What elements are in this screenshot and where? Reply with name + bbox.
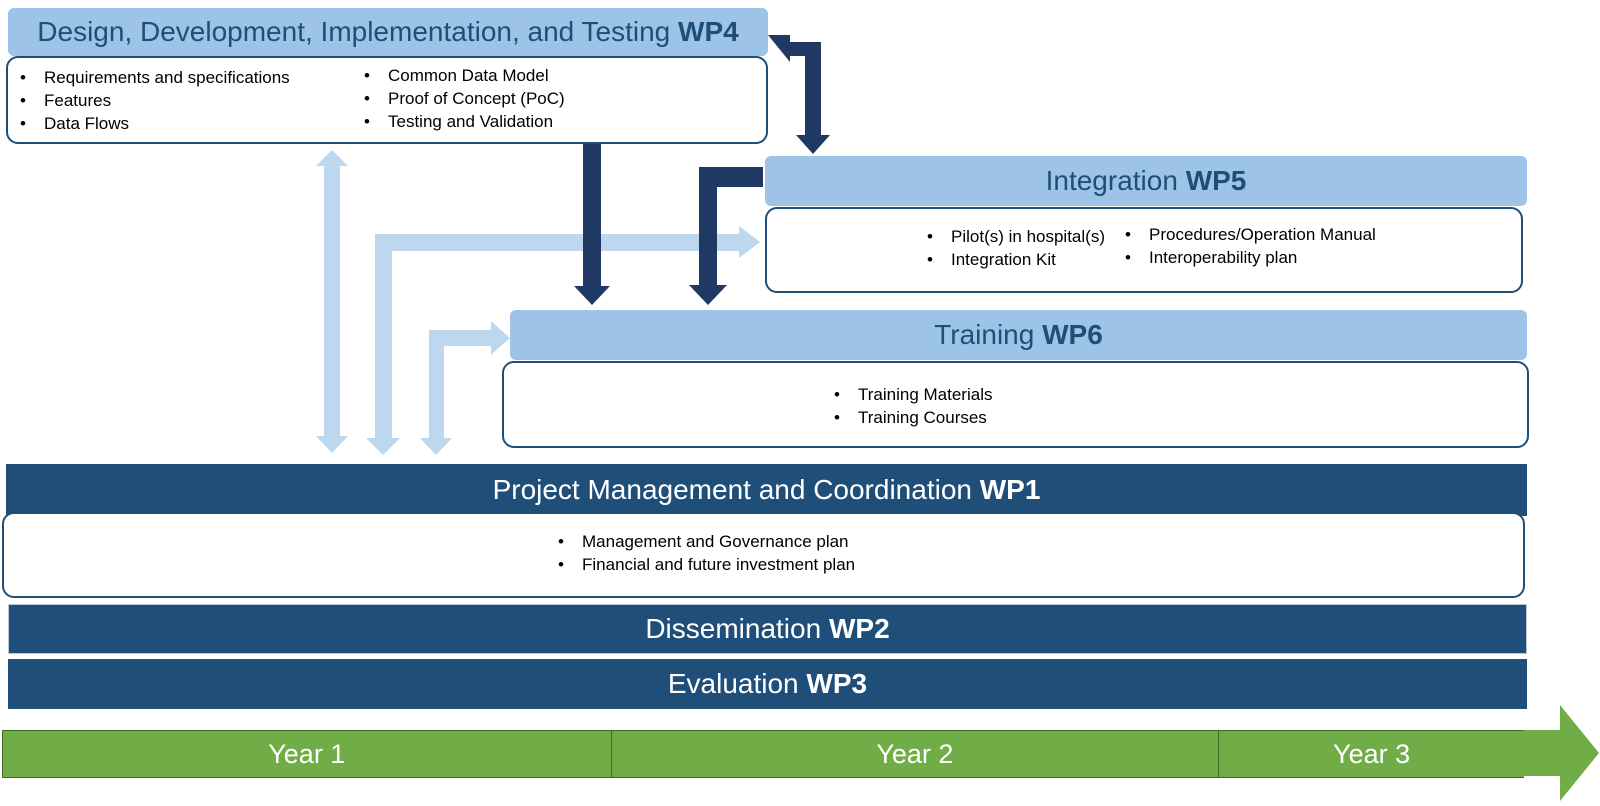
year-label: Year 3 [1333,738,1411,769]
arrow-wp4-to-wp6 [574,142,610,305]
wp1-list: Management and Governance plan Financial… [558,530,855,576]
year-1-segment: Year 1 [3,731,612,777]
wp4-list-left: Requirements and specifications Features… [20,66,290,135]
wp5-header: Integration WP5 [765,156,1527,206]
list-item: Interoperability plan [1125,246,1376,269]
list-item: Management and Governance plan [558,530,855,553]
list-item: Pilot(s) in hospital(s) [927,225,1105,248]
wp4-header: Design, Development, Implementation, and… [8,8,768,56]
list-item: Training Courses [834,406,992,429]
list-item: Features [20,89,290,112]
wp6-details: Training Materials Training Courses [502,361,1529,448]
wp3-title: Evaluation [667,668,799,699]
wp2-header: Dissemination WP2 [8,604,1527,654]
arrow-wp5-to-wp6 [689,167,763,305]
list-item: Data Flows [20,112,290,135]
wp1-header: Project Management and Coordination WP1 [6,464,1527,516]
wp3-header: Evaluation WP3 [8,659,1527,709]
list-item: Common Data Model [364,64,565,87]
timeline-bar: Year 1 Year 2 Year 3 [2,730,1524,778]
wp2-code: WP2 [828,613,890,644]
year-label: Year 2 [876,738,954,769]
wp4-list-right: Common Data Model Proof of Concept (PoC)… [364,64,565,133]
arrow-wp4-wp5 [768,35,830,154]
list-item: Requirements and specifications [20,66,290,89]
arrow-wp1-to-wp6 [420,321,510,455]
wp6-list: Training Materials Training Courses [834,383,992,429]
wp2-title: Dissemination [645,613,822,644]
double-arrow-wp4-wp1 [316,150,348,453]
list-item: Financial and future investment plan [558,553,855,576]
wp1-details: Management and Governance plan Financial… [2,512,1525,598]
wp6-title: Training [934,319,1035,350]
timeline-arrowhead [1518,705,1599,801]
wp6-header: Training WP6 [510,310,1527,360]
wp4-details: Requirements and specifications Features… [6,56,768,144]
list-item: Integration Kit [927,248,1105,271]
wp4-code: WP4 [678,16,739,47]
list-item: Testing and Validation [364,110,565,133]
wp5-list-left: Pilot(s) in hospital(s) Integration Kit [927,225,1105,271]
wp1-title: Project Management and Coordination [492,474,972,505]
wp3-code: WP3 [806,668,868,699]
wp5-details: Pilot(s) in hospital(s) Integration Kit … [765,207,1523,293]
list-item: Procedures/Operation Manual [1125,223,1376,246]
list-item: Proof of Concept (PoC) [364,87,565,110]
wp6-code: WP6 [1042,319,1103,350]
wp5-list-right: Procedures/Operation Manual Interoperabi… [1125,223,1376,269]
wp1-code: WP1 [979,474,1041,505]
year-2-segment: Year 2 [611,731,1220,777]
wp5-code: WP5 [1185,165,1247,196]
arrow-wp1-to-wp5 [366,226,760,455]
wp4-title: Design, Development, Implementation, and… [37,16,671,47]
year-label: Year 1 [268,738,346,769]
list-item: Training Materials [834,383,992,406]
wp5-title: Integration [1045,165,1178,196]
year-3-segment: Year 3 [1219,731,1524,777]
